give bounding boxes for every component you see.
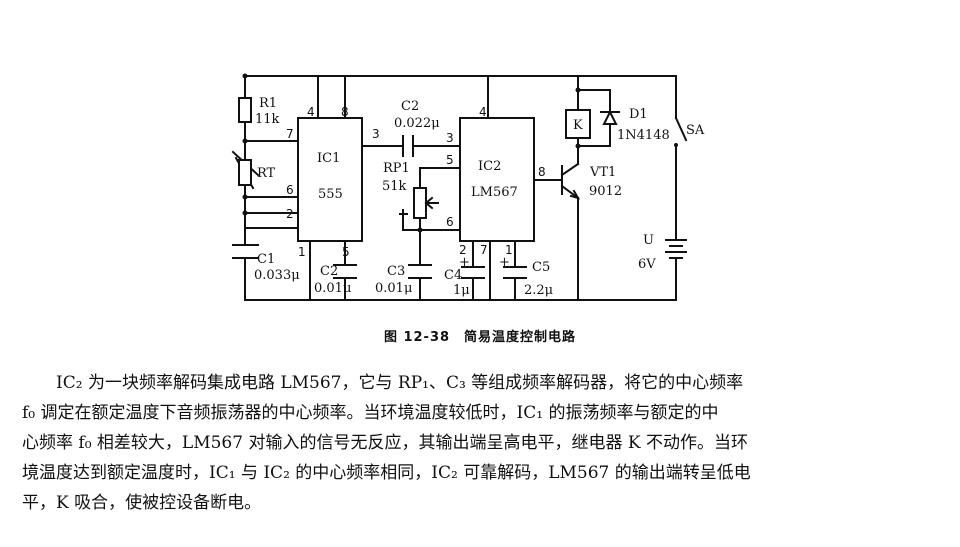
- ic1-chip: [297, 117, 363, 242]
- d1-value: 1N4148: [617, 128, 670, 143]
- switch-contact: [674, 143, 678, 147]
- battery-value: 6V: [638, 257, 656, 272]
- ic1-input-wires: [244, 140, 299, 229]
- top-power-rail: [244, 75, 677, 119]
- sa-ref: SA: [686, 123, 705, 138]
- potentiometer-rp1: [413, 187, 427, 219]
- c4-value: 1μ: [453, 283, 470, 298]
- description-line: IC₂ 为一块频率解码集成电路 LM567，它与 RP₁、C₃ 等组成频率解码器…: [22, 373, 744, 393]
- ic2-pin-4: 4: [479, 105, 487, 119]
- ic1-pin-1: 1: [298, 245, 306, 259]
- c5-ref: C5: [532, 260, 550, 275]
- description-line: 心频率 f₀ 相差较大，LM567 对输入的信号无反应，其输出端呈高电平，继电器…: [22, 433, 748, 453]
- thermistor-body: [238, 159, 252, 186]
- c2-bottom-value: 0.01μ: [314, 281, 351, 296]
- ic2-pin-8: 8: [538, 165, 546, 179]
- relay-k: [565, 109, 591, 139]
- capacitor-c1: [232, 244, 259, 259]
- switch-sa: [674, 116, 688, 161]
- capacitor-c5: [503, 266, 527, 279]
- c2-top-ref: C2: [401, 99, 419, 114]
- capacitor-c2-top: [402, 135, 414, 157]
- c5-plus: +: [499, 255, 510, 270]
- c1-value: 0.033μ: [254, 268, 300, 283]
- vt1-value: 9012: [589, 184, 622, 199]
- ic2-name: IC2: [478, 159, 501, 174]
- ic1-type: 555: [318, 187, 343, 202]
- ic2-pin-6: 6: [446, 215, 454, 229]
- ic1-pin-2: 2: [286, 207, 294, 221]
- rp1-wiper: [424, 196, 434, 210]
- ic2-pin-7: 7: [480, 243, 488, 257]
- junction-dot: [575, 87, 581, 93]
- ic2-type: LM567: [471, 185, 518, 200]
- relay-diode-wires: [577, 75, 611, 147]
- rt-ref: RT: [257, 166, 276, 181]
- resistor-r1: [238, 97, 252, 123]
- rp1-ref: RP1: [383, 161, 410, 176]
- ic1-pin-3: 3: [372, 127, 380, 141]
- r1-value: 11k: [255, 112, 280, 127]
- capacitor-c2-bottom: [333, 264, 357, 279]
- transistor-vt1: [560, 145, 580, 301]
- c1-ref: C1: [257, 252, 275, 267]
- ic1-pin-6: 6: [286, 183, 294, 197]
- c4-plus: +: [459, 255, 470, 270]
- description-line: 境温度达到额定温度时，IC₁ 与 IC₂ 的中心频率相同，IC₂ 可靠解码，LM…: [22, 463, 751, 483]
- ic2-pin-2: 2: [459, 243, 467, 257]
- c4-ref: C4: [444, 268, 462, 283]
- circuit-diagram: IC1 555 4 8 7 3 6 2 1 5 IC2 LM567 4 3 5 …: [231, 73, 705, 301]
- battery-ref: U: [643, 233, 654, 248]
- ic1-power-wires: [317, 75, 346, 119]
- ic2-pin-5: 5: [446, 153, 454, 167]
- ic1-pin-7: 7: [286, 127, 294, 141]
- c3-ref: C3: [387, 264, 405, 279]
- ic1-name: IC1: [317, 151, 340, 166]
- c5-value: 2.2μ: [524, 283, 553, 298]
- capacitor-c4: [461, 266, 485, 279]
- relay-k-label: K: [573, 118, 583, 133]
- battery-u: [665, 159, 687, 291]
- ic1-pin-4: 4: [307, 105, 315, 119]
- vt1-arrow: [569, 189, 581, 200]
- c3-value: 0.01μ: [375, 281, 412, 296]
- description-text: IC₂ 为一块频率解码集成电路 LM567，它与 RP₁、C₃ 等组成频率解码器…: [22, 368, 938, 518]
- bottom-ground-rail: [244, 289, 677, 301]
- rp1-value: 51k: [382, 179, 407, 194]
- ic2-chip: [459, 117, 535, 242]
- diode-d1: [600, 109, 620, 125]
- d1-ref: D1: [629, 107, 648, 122]
- c2-bottom-ref: C2: [320, 264, 338, 279]
- junction-dot: [242, 73, 248, 79]
- capacitor-c3: [408, 264, 432, 279]
- r1-ref: R1: [259, 96, 277, 111]
- description-line: 平，K 吸合，使被控设备断电。: [22, 493, 262, 513]
- c2-top-value: 0.022μ: [394, 116, 440, 131]
- junction-dot: [575, 143, 581, 149]
- ic2-pin-3: 3: [446, 131, 454, 145]
- description-line: f₀ 调定在额定温度下音频振荡器的中心频率。当环境温度较低时，IC₁ 的振荡频率…: [22, 403, 719, 423]
- vt1-ref: VT1: [589, 165, 616, 180]
- ic2-pin-1: 1: [505, 243, 513, 257]
- ic1-pin-8: 8: [341, 105, 349, 119]
- figure-caption: 图 12-38 简易温度控制电路: [383, 330, 577, 345]
